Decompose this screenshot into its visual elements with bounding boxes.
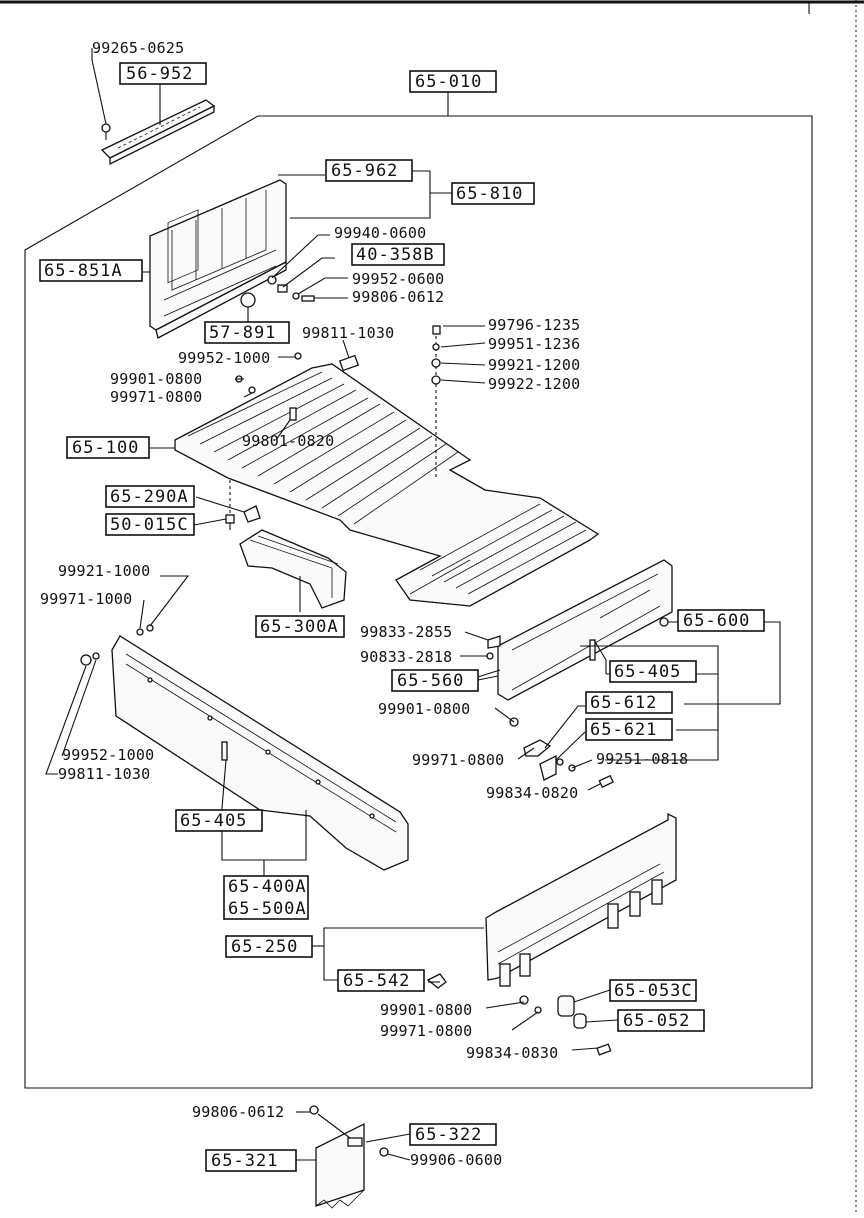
label-65-053C: 65-053C [614,981,693,1001]
label-65-600: 65-600 [683,611,750,631]
label-65-962: 65-962 [331,161,398,181]
label-65-851A: 65-851A [44,261,123,281]
hinge-bracket-part [539,754,557,781]
boxed-part-labels: 56-952 65-010 65-962 65-810 40-358B 65-8… [39,62,765,1172]
label-40-358B: 40-358B [356,245,435,265]
label-99834-0830: 99834-0830 [466,1044,558,1062]
label-65-560: 65-560 [397,671,464,691]
label-65-321: 65-321 [211,1151,278,1171]
label-99251-0818: 99251-0818 [596,750,688,768]
hardware-part-labels: 99265-0625 99940-0600 99952-0600 99806-0… [40,39,688,1169]
latch-part [523,739,552,757]
label-65-405-right: 65-405 [614,662,681,682]
label-99901-0800-low: 99901-0800 [380,1001,472,1019]
label-99801-0820: 99801-0820 [242,432,334,450]
cargo-floor-panel [174,330,600,607]
label-99806-0612-top: 99806-0612 [352,288,444,306]
label-99921-1200: 99921-1200 [488,356,580,374]
right-side-gate [497,559,673,701]
front-panel-assembly [149,179,287,339]
label-99906-0600: 99906-0600 [410,1151,502,1169]
label-99921-1000: 99921-1000 [58,562,150,580]
label-99971-0800-low: 99971-0800 [380,1022,472,1040]
label-65-290A: 65-290A [110,487,189,507]
label-99901-0800-mid: 99901-0800 [378,700,470,718]
rubber-stopper-part [557,995,575,1017]
label-99922-1200: 99922-1200 [488,375,580,393]
label-90833-2818: 90833-2818 [360,648,452,666]
label-65-500A: 65-500A [228,899,307,919]
left-side-gate [111,635,409,871]
wheel-house [239,529,347,609]
label-65-250: 65-250 [231,937,298,957]
label-99811-1030-left: 99811-1030 [58,765,150,783]
label-99796-1235: 99796-1235 [488,316,580,334]
label-99971-1000: 99971-1000 [40,590,132,608]
label-99806-0612-bottom: 99806-0612 [192,1103,284,1121]
label-65-322: 65-322 [415,1125,482,1145]
label-65-300A: 65-300A [260,617,339,637]
header-rail [100,99,216,166]
label-99901-0800-top: 99901-0800 [110,370,202,388]
label-65-405-left: 65-405 [180,811,247,831]
label-65-612: 65-612 [590,693,657,713]
mud-flap [309,1105,389,1209]
label-99811-1030-top: 99811-1030 [302,324,394,342]
label-65-052: 65-052 [623,1011,690,1031]
label-99940-0600: 99940-0600 [334,224,426,242]
label-99952-0600: 99952-0600 [352,270,444,288]
label-99834-0820: 99834-0820 [486,784,578,802]
cover-cap-part [240,292,256,308]
label-99971-0800-mid: 99971-0800 [412,751,504,769]
label-99265-0625: 99265-0625 [92,39,184,57]
label-99952-1000-top: 99952-1000 [178,349,270,367]
label-99952-1000-left: 99952-1000 [62,746,154,764]
label-99951-1236: 99951-1236 [488,335,580,353]
label-65-542: 65-542 [343,971,410,991]
label-65-100: 65-100 [72,438,139,458]
label-65-621: 65-621 [590,720,657,740]
label-56-952: 56-952 [126,64,193,84]
tail-gate [485,812,677,987]
label-50-015C: 50-015C [110,515,189,535]
label-65-810: 65-810 [456,184,523,204]
label-99833-2855: 99833-2855 [360,623,452,641]
label-65-400A: 65-400A [228,877,307,897]
label-99971-0800-top: 99971-0800 [110,388,202,406]
label-65-010: 65-010 [415,72,482,92]
assembly-frame [24,115,813,1089]
label-57-891: 57-891 [209,323,276,343]
